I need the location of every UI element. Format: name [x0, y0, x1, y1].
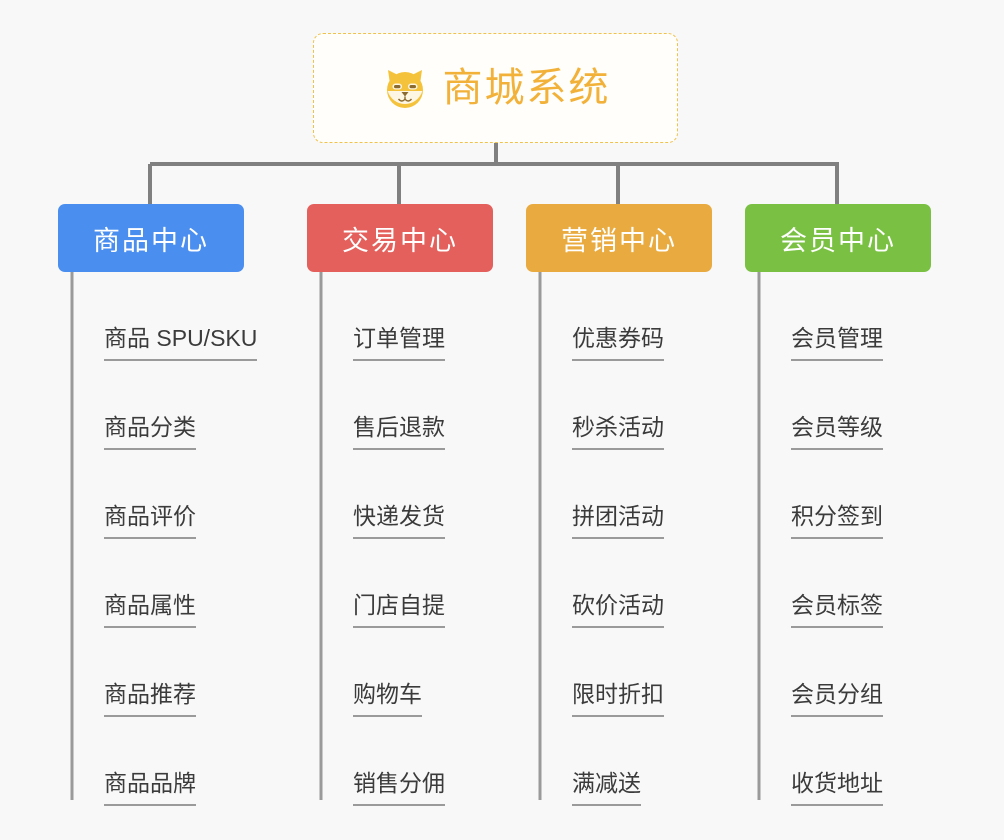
- category-header-label: 交易中心: [342, 225, 458, 256]
- leaf-list-marketing-center: 优惠券码 秒杀活动 拼团活动 砍价活动 限时折扣 满减送: [540, 272, 712, 806]
- list-item[interactable]: 秒杀活动: [540, 361, 712, 450]
- leaf-label: 快递发货: [353, 497, 445, 539]
- root-node[interactable]: 商城系统: [313, 33, 678, 143]
- leaf-label: 拼团活动: [572, 497, 664, 539]
- leaf-label: 购物车: [353, 675, 422, 717]
- leaf-label: 商品属性: [104, 586, 196, 628]
- category-header-member-center[interactable]: 会员中心: [745, 204, 931, 272]
- list-item[interactable]: 拼团活动: [540, 450, 712, 539]
- category-header-trade-center[interactable]: 交易中心: [307, 204, 493, 272]
- leaf-label: 满减送: [572, 764, 641, 806]
- leaf-label: 收货地址: [791, 764, 883, 806]
- list-item[interactable]: 限时折扣: [540, 628, 712, 717]
- list-item[interactable]: 商品品牌: [72, 717, 257, 806]
- list-item[interactable]: 会员标签: [759, 539, 931, 628]
- list-item[interactable]: 门店自提: [321, 539, 493, 628]
- list-item[interactable]: 会员分组: [759, 628, 931, 717]
- list-item[interactable]: 收货地址: [759, 717, 931, 806]
- list-item[interactable]: 会员等级: [759, 361, 931, 450]
- list-item[interactable]: 订单管理: [321, 272, 493, 361]
- category-column-member-center: 会员中心 会员管理 会员等级 积分签到 会员标签 会员分组 收货地址: [745, 204, 931, 806]
- leaf-list-trade-center: 订单管理 售后退款 快递发货 门店自提 购物车 销售分佣: [321, 272, 493, 806]
- leaf-label: 会员管理: [791, 319, 883, 361]
- list-item[interactable]: 快递发货: [321, 450, 493, 539]
- category-header-product-center[interactable]: 商品中心: [58, 204, 244, 272]
- category-column-marketing-center: 营销中心 优惠券码 秒杀活动 拼团活动 砍价活动 限时折扣 满减送: [526, 204, 712, 806]
- list-item[interactable]: 砍价活动: [540, 539, 712, 628]
- root-title: 商城系统: [442, 66, 611, 110]
- leaf-label: 商品 SPU/SKU: [104, 319, 258, 361]
- list-item[interactable]: 商品 SPU/SKU: [72, 272, 258, 361]
- leaf-label: 商品评价: [104, 497, 196, 539]
- category-header-label: 营销中心: [561, 225, 677, 256]
- leaf-label: 售后退款: [353, 408, 445, 450]
- leaf-label: 商品分类: [104, 408, 196, 450]
- list-item[interactable]: 商品属性: [72, 539, 257, 628]
- leaf-label: 积分签到: [791, 497, 883, 539]
- category-column-trade-center: 交易中心 订单管理 售后退款 快递发货 门店自提 购物车 销售分佣: [307, 204, 493, 806]
- leaf-label: 砍价活动: [572, 586, 664, 628]
- list-item[interactable]: 商品分类: [72, 361, 257, 450]
- leaf-label: 秒杀活动: [572, 408, 664, 450]
- leaf-label: 会员分组: [791, 675, 883, 717]
- leaf-label: 销售分佣: [353, 764, 445, 806]
- list-item[interactable]: 商品推荐: [72, 628, 257, 717]
- shiba-dog-face-icon: [381, 64, 429, 112]
- category-column-product-center: 商品中心 商品 SPU/SKU 商品分类 商品评价 商品属性 商品推荐 商品品牌: [58, 204, 258, 806]
- category-header-label: 商品中心: [93, 225, 209, 256]
- category-header-label: 会员中心: [780, 225, 896, 256]
- list-item[interactable]: 积分签到: [759, 450, 931, 539]
- category-header-marketing-center[interactable]: 营销中心: [526, 204, 712, 272]
- leaf-list-product-center: 商品 SPU/SKU 商品分类 商品评价 商品属性 商品推荐 商品品牌: [72, 272, 258, 806]
- leaf-label: 商品推荐: [104, 675, 196, 717]
- leaf-label: 限时折扣: [572, 675, 664, 717]
- leaf-list-member-center: 会员管理 会员等级 积分签到 会员标签 会员分组 收货地址: [759, 272, 931, 806]
- leaf-label: 订单管理: [353, 319, 445, 361]
- leaf-label: 商品品牌: [104, 764, 196, 806]
- list-item[interactable]: 售后退款: [321, 361, 493, 450]
- list-item[interactable]: 满减送: [540, 717, 712, 806]
- list-item[interactable]: 购物车: [321, 628, 493, 717]
- leaf-label: 会员标签: [791, 586, 883, 628]
- list-item[interactable]: 会员管理: [759, 272, 931, 361]
- list-item[interactable]: 销售分佣: [321, 717, 493, 806]
- leaf-label: 门店自提: [353, 586, 445, 628]
- leaf-label: 优惠券码: [572, 319, 664, 361]
- leaf-label: 会员等级: [791, 408, 883, 450]
- list-item[interactable]: 优惠券码: [540, 272, 712, 361]
- list-item[interactable]: 商品评价: [72, 450, 257, 539]
